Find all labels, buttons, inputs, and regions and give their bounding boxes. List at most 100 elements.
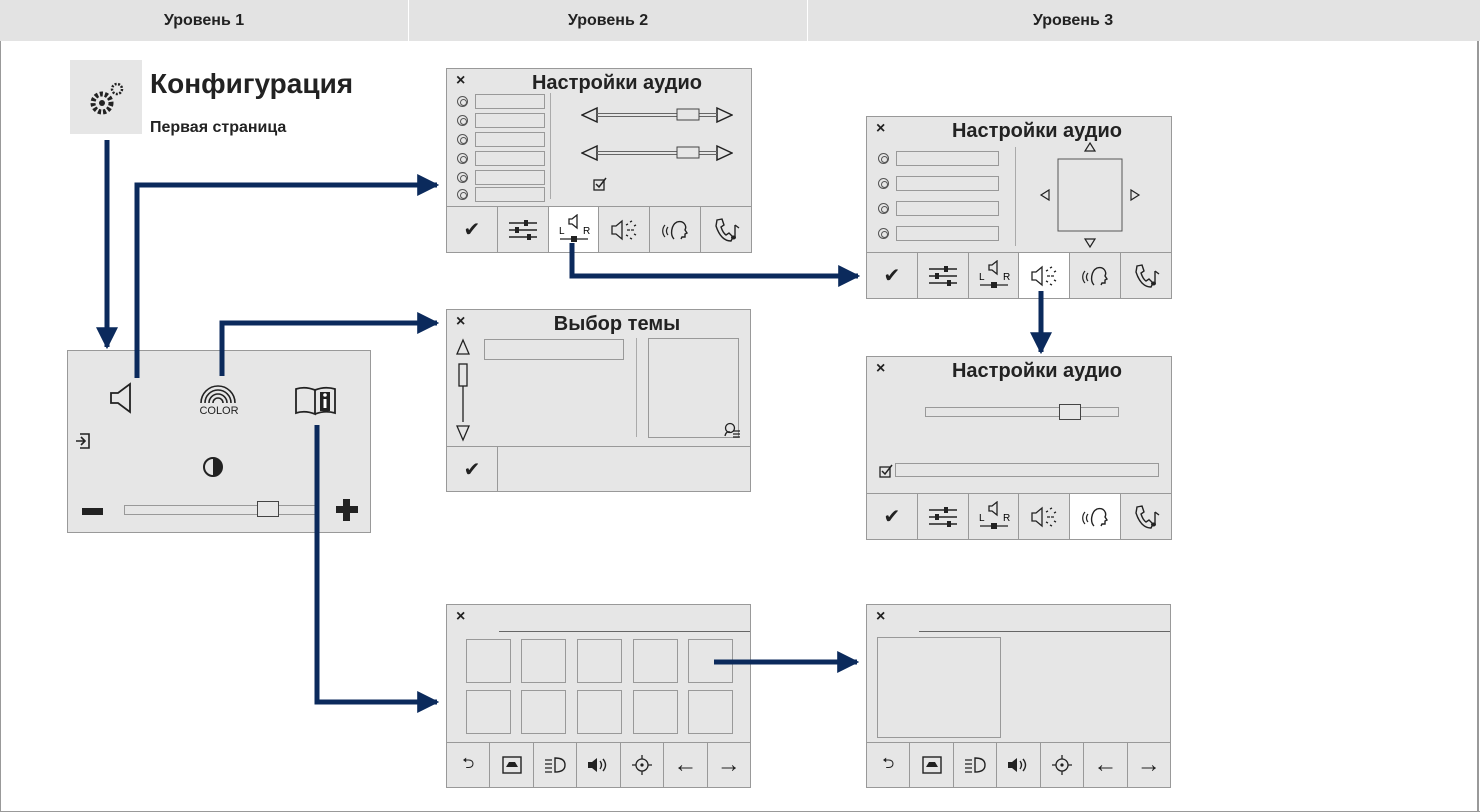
checkbox-checked-icon[interactable]: [879, 464, 893, 478]
balance-slider[interactable]: [581, 105, 733, 125]
grid-tile[interactable]: [688, 639, 733, 683]
audio-level-slider-knob[interactable]: [1059, 404, 1082, 420]
radio-option[interactable]: [457, 153, 468, 164]
list-field[interactable]: [475, 187, 545, 202]
close-icon[interactable]: ×: [876, 360, 886, 377]
surround-position-pad[interactable]: [1037, 139, 1143, 251]
list-field[interactable]: [475, 170, 545, 185]
confirm-tab[interactable]: ✔: [867, 494, 918, 539]
grid-tile[interactable]: [521, 639, 566, 683]
back-tab[interactable]: ⮌: [447, 743, 491, 787]
color-icon[interactable]: [193, 381, 243, 419]
radio-option[interactable]: [878, 203, 889, 214]
fader-slider[interactable]: [581, 143, 733, 163]
grid-tile[interactable]: [577, 690, 622, 734]
list-field[interactable]: [896, 176, 999, 191]
audio-level-slider-track[interactable]: [925, 407, 1119, 417]
speaker-icon[interactable]: [108, 381, 138, 415]
voice-tab[interactable]: [1070, 253, 1122, 298]
nav-tabbar: ⮌ ← →: [447, 742, 750, 787]
phone-music-icon: [715, 217, 740, 242]
manual-info-icon[interactable]: [294, 385, 338, 417]
equalizer-tab[interactable]: [498, 207, 549, 252]
sound-spread-icon: [1031, 506, 1057, 527]
close-icon[interactable]: ×: [876, 120, 886, 137]
list-field[interactable]: [475, 94, 545, 109]
prev-tab[interactable]: ←: [664, 743, 708, 787]
brightness-slider-knob[interactable]: [257, 501, 280, 517]
grid-tile[interactable]: [633, 690, 678, 734]
checkbox-checked-icon[interactable]: [593, 177, 607, 191]
confirm-tab[interactable]: ✔: [447, 207, 498, 252]
radio-option[interactable]: [457, 134, 468, 145]
close-icon[interactable]: ×: [456, 608, 466, 625]
next-tab[interactable]: →: [1136, 751, 1161, 778]
option-field[interactable]: [895, 463, 1159, 477]
lights-tab[interactable]: [954, 743, 998, 787]
navigation-tab[interactable]: [621, 743, 665, 787]
contrast-icon[interactable]: [202, 456, 224, 478]
grid-tile[interactable]: [688, 690, 733, 734]
voice-tab[interactable]: [1070, 494, 1122, 539]
confirm-tab[interactable]: ✔: [867, 253, 918, 298]
exit-icon[interactable]: [74, 431, 92, 451]
sound-spread-tab[interactable]: [599, 207, 651, 252]
ringtone-tab[interactable]: [1121, 253, 1171, 298]
list-field[interactable]: [475, 113, 545, 128]
grid-tile[interactable]: [466, 690, 511, 734]
plus-icon[interactable]: [336, 499, 358, 521]
close-icon[interactable]: ×: [456, 313, 466, 330]
lights-tab[interactable]: [534, 743, 578, 787]
radio-option[interactable]: [457, 172, 468, 183]
sound-spread-tab[interactable]: [1019, 494, 1071, 539]
minus-icon[interactable]: [82, 508, 103, 515]
equalizer-tab[interactable]: [918, 494, 969, 539]
close-icon[interactable]: ×: [876, 608, 886, 625]
grid-tile[interactable]: [577, 639, 622, 683]
radio-option[interactable]: [457, 115, 468, 126]
list-field[interactable]: [896, 226, 999, 241]
theme-preview-icon[interactable]: [723, 422, 741, 438]
list-field[interactable]: [896, 151, 999, 166]
grid-tile[interactable]: [466, 639, 511, 683]
radio-option[interactable]: [878, 228, 889, 239]
voice-tab[interactable]: [650, 207, 702, 252]
radio-option[interactable]: [878, 153, 889, 164]
radio-option[interactable]: [878, 178, 889, 189]
theme-scrollbar[interactable]: [455, 338, 471, 442]
sound-spread-tab[interactable]: [1019, 253, 1071, 298]
close-icon[interactable]: ×: [456, 72, 466, 89]
confirm-tab[interactable]: ✔: [447, 447, 498, 491]
equalizer-icon: [928, 506, 957, 527]
volume-tab[interactable]: [997, 743, 1041, 787]
equalizer-tab[interactable]: [918, 253, 969, 298]
config-icon-tile[interactable]: [70, 60, 142, 134]
screen-tab[interactable]: [490, 743, 534, 787]
back-tab[interactable]: ⮌: [867, 743, 911, 787]
location-target-icon: [631, 755, 652, 775]
list-field[interactable]: [475, 132, 545, 147]
level1-panel: COLOR: [67, 350, 371, 533]
volume-tab[interactable]: [577, 743, 621, 787]
radio-option[interactable]: [457, 189, 468, 200]
ringtone-tab[interactable]: [701, 207, 751, 252]
next-tab[interactable]: →: [716, 751, 741, 778]
grid-tile[interactable]: [633, 639, 678, 683]
list-field[interactable]: [475, 151, 545, 166]
prev-tab[interactable]: ←: [1084, 743, 1128, 787]
brightness-slider-track[interactable]: [124, 505, 317, 515]
grid-tile[interactable]: [521, 690, 566, 734]
navigation-tab[interactable]: [1041, 743, 1085, 787]
list-field[interactable]: [896, 201, 999, 216]
screen-tab[interactable]: [910, 743, 954, 787]
theme-list-item[interactable]: [484, 339, 624, 360]
ringtone-tab[interactable]: [1121, 494, 1171, 539]
svg-text:R: R: [583, 226, 590, 237]
radio-option[interactable]: [457, 96, 468, 107]
